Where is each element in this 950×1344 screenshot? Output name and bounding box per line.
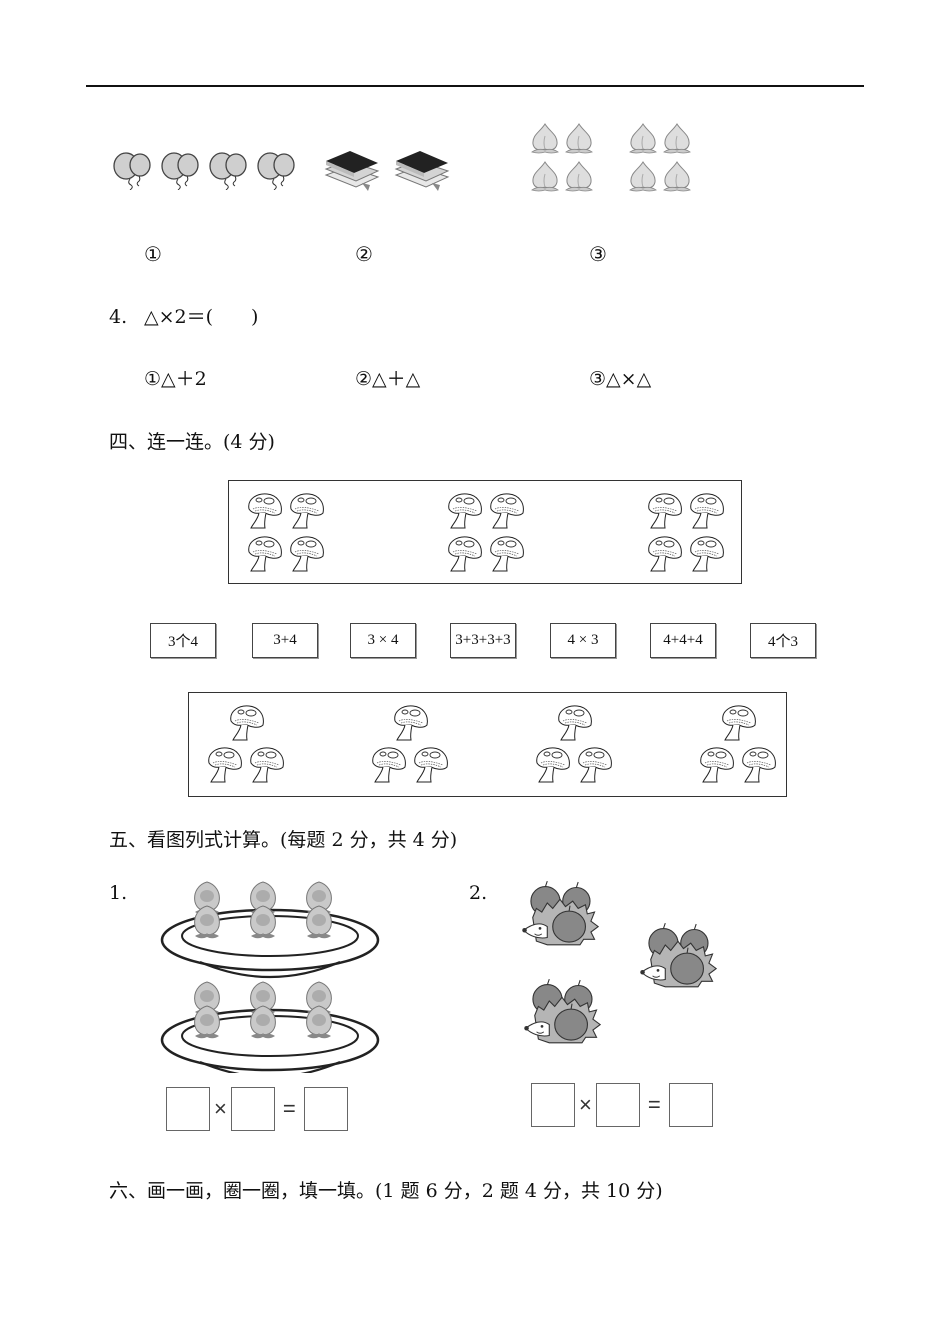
mushroom-icon [443, 534, 485, 574]
peach-group-right [626, 122, 694, 194]
hedgehogs-with-apples-picture [520, 878, 740, 1058]
mushroom-icon [685, 491, 727, 531]
answer-box-factor2[interactable] [595, 1083, 640, 1127]
mushroom-icon [443, 491, 485, 531]
problem1-equation: × = [166, 1087, 348, 1131]
mushroom-icon [367, 745, 409, 785]
mushroom-icon [553, 703, 595, 743]
mushroom-box-top [228, 480, 742, 584]
balloon-icon [208, 150, 252, 190]
mushroom-icon [245, 745, 287, 785]
mushroom-icon [573, 745, 615, 785]
peach-icon [528, 160, 562, 194]
peach-icon [660, 160, 694, 194]
mushroom-icon [409, 745, 451, 785]
expression-box-2[interactable]: 3+4 [252, 623, 318, 658]
peach-icon [660, 122, 694, 156]
section4-title: 四、连一连。(4 分) [109, 431, 275, 453]
times-sign: × [214, 1096, 227, 1121]
q4-option-2: ②△＋△ [355, 368, 421, 390]
answer-box-product[interactable] [668, 1083, 713, 1127]
peach-icon [626, 160, 660, 194]
q3-option-1-label: ① [144, 242, 162, 266]
peach-icon [562, 122, 596, 156]
peach-icon [562, 160, 596, 194]
q3-option-3-label: ③ [589, 242, 607, 266]
peach-icon [528, 122, 562, 156]
mushroom-group [443, 491, 527, 574]
expression-box-7[interactable]: 4个3 [750, 623, 816, 658]
times-sign: × [579, 1092, 592, 1117]
problem2-number: 2. [469, 882, 488, 904]
answer-box-factor2[interactable] [230, 1087, 275, 1131]
mushroom-group [643, 491, 727, 574]
mushroom-icon [685, 534, 727, 574]
expression-box-3[interactable]: 3 × 4 [350, 623, 416, 658]
mushroom-icon [243, 534, 285, 574]
mushroom-icon [531, 745, 573, 785]
answer-box-product[interactable] [303, 1087, 348, 1131]
book-stack-icon [322, 145, 382, 195]
mushroom-icon [485, 534, 527, 574]
hedgehogs-icon [521, 880, 717, 1044]
mushroom-icon [717, 703, 759, 743]
mushroom-icon [389, 703, 431, 743]
mushroom-icon [203, 745, 245, 785]
mushroom-icon [643, 534, 685, 574]
equals-sign: = [647, 1092, 661, 1117]
mushroom-icon [285, 534, 327, 574]
q3-option-2-label: ② [355, 242, 373, 266]
mushroom-group [243, 491, 327, 574]
plates-icon [160, 881, 380, 1073]
peach-group-left [528, 122, 596, 194]
mushroom-icon [243, 491, 285, 531]
q4-option-3: ③△×△ [589, 368, 652, 390]
balloon-icon [160, 150, 204, 190]
section5-title: 五、看图列式计算。(每题 2 分，共 4 分) [109, 829, 458, 851]
expression-box-5[interactable]: 4 × 3 [550, 623, 616, 658]
section6-title: 六、画一画，圈一圈，填一填。(1 题 6 分，2 题 4 分，共 10 分) [109, 1180, 663, 1202]
mushroom-icon [485, 491, 527, 531]
answer-box-factor1[interactable] [531, 1083, 575, 1127]
expression-box-6[interactable]: 4+4+4 [650, 623, 716, 658]
q4-number: 4. [109, 306, 128, 328]
peaches-on-plates-picture [155, 878, 385, 1073]
equals-sign: = [282, 1096, 296, 1121]
problem1-number: 1. [109, 882, 128, 904]
book-stacks-picture [322, 145, 452, 195]
mushroom-icon [643, 491, 685, 531]
expression-box-4[interactable]: 3+3+3+3 [450, 623, 516, 658]
q4-option-1: ①△＋2 [144, 368, 207, 390]
book-stack-icon [392, 145, 452, 195]
answer-box-factor1[interactable] [166, 1087, 210, 1131]
balloon-icon [256, 150, 300, 190]
header-rule [86, 85, 864, 87]
mushroom-icon [225, 703, 267, 743]
balloon-pairs-picture [112, 150, 300, 190]
expression-box-1[interactable]: 3个4 [150, 623, 216, 658]
balloon-icon [112, 150, 156, 190]
mushroom-box-bottom [188, 692, 787, 797]
mushroom-icon [695, 745, 737, 785]
problem2-equation: × = [531, 1083, 713, 1127]
peach-icon [626, 122, 660, 156]
q4-prompt: △×2＝( ) [144, 306, 259, 328]
mushroom-icon [285, 491, 327, 531]
mushroom-icon [737, 745, 779, 785]
